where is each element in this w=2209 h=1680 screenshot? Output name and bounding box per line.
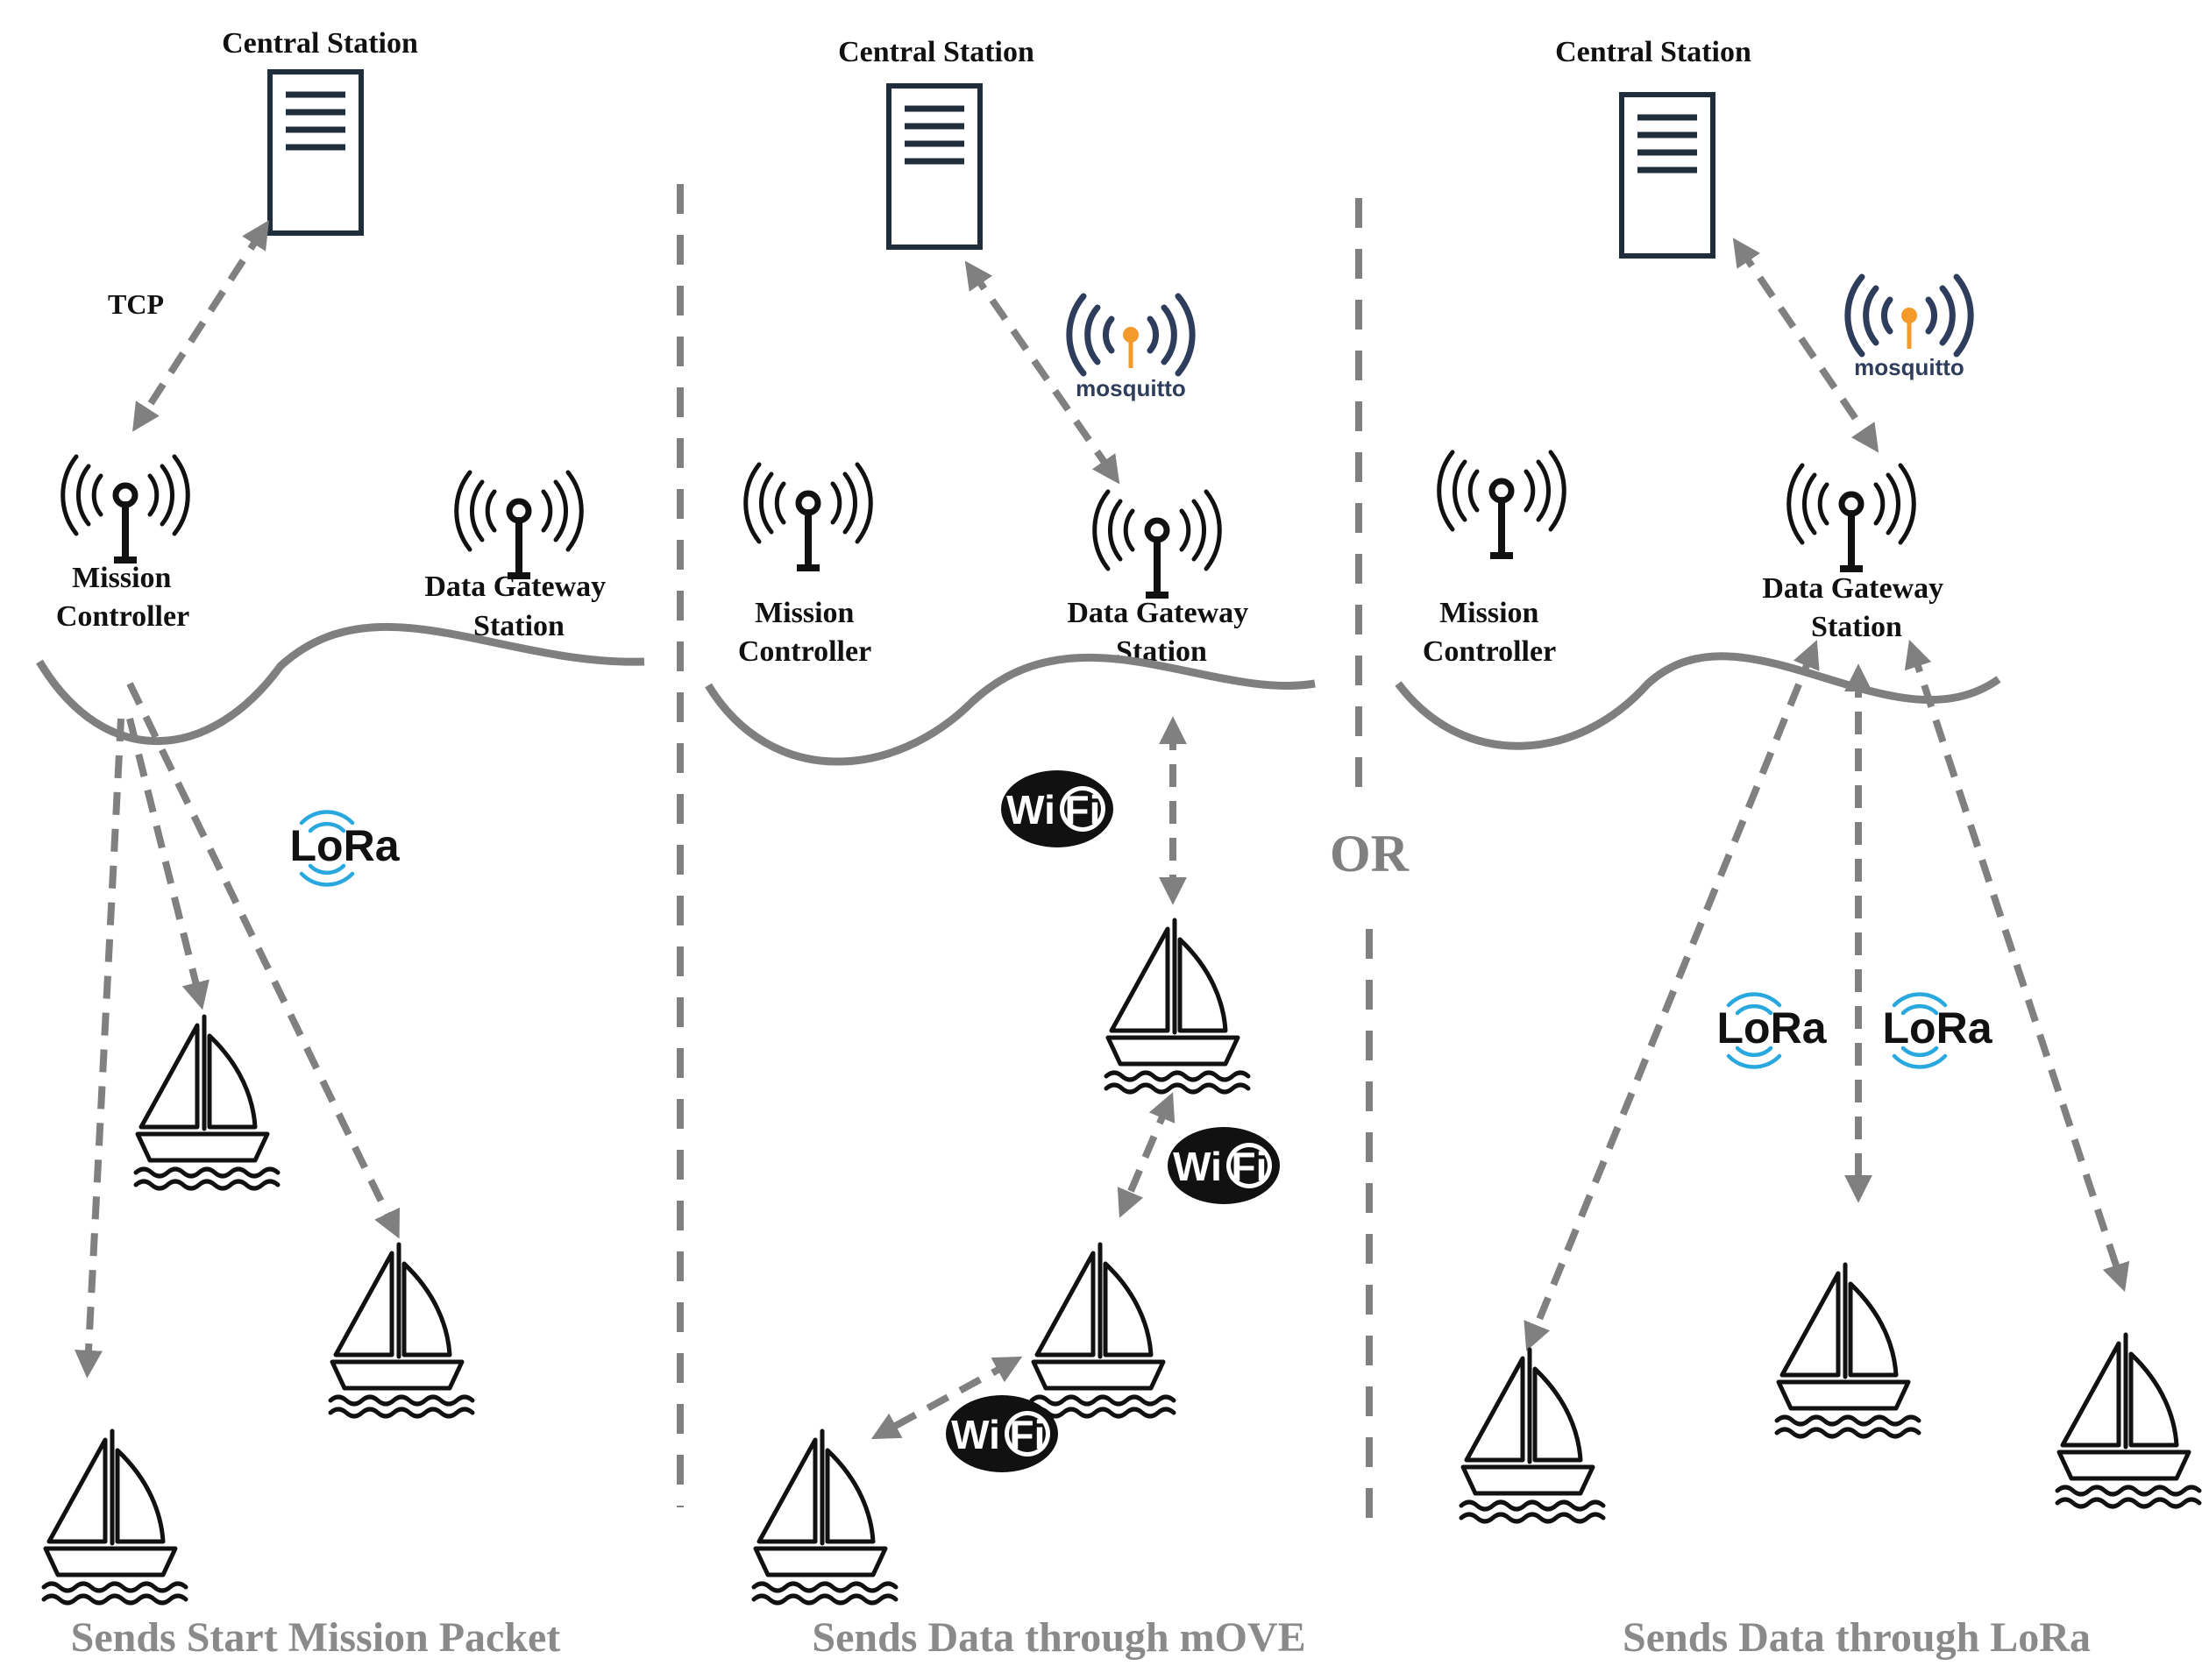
panel-move: Central Station mosquitto Mission Contro… (705, 36, 1316, 1661)
svg-text:LoRa: LoRa (1717, 1003, 1828, 1053)
antenna-icon (1439, 452, 1565, 559)
water-surface (1395, 652, 2001, 750)
lora-logo: LoRa (1717, 995, 1828, 1067)
antenna-icon (457, 472, 582, 579)
central-station-label: Central Station (222, 27, 418, 60)
server-icon (889, 86, 980, 247)
antenna-icon (63, 457, 188, 564)
lora-link-arrow (126, 682, 401, 1239)
wifi-logo: Wi Fi (946, 1395, 1058, 1472)
svg-text:LoRa: LoRa (1883, 1003, 1993, 1053)
sailboat-icon (1461, 1350, 1603, 1521)
sailboat-icon (1777, 1265, 1919, 1436)
mosquitto-logo: mosquitto (1069, 296, 1192, 401)
svg-text:Wi: Wi (951, 1412, 1000, 1457)
svg-text:Fi: Fi (1010, 1412, 1046, 1457)
mission-controller-label: Mission Controller (56, 562, 189, 633)
panel-start-mission: Central Station TCP Mission Controller D… (36, 27, 645, 1661)
sailboat-icon (2057, 1335, 2199, 1506)
mission-controller-label: Mission Controller (1423, 597, 1556, 668)
lora-logo: LoRa (1883, 995, 1993, 1067)
wifi-link-arrow (870, 1356, 1023, 1440)
central-station-label: Central Station (838, 36, 1034, 68)
tcp-link-arrow (132, 220, 269, 432)
water-surface (36, 622, 645, 746)
wifi-logo: Wi Fi (1168, 1127, 1280, 1204)
water-surface (705, 653, 1316, 766)
svg-text:Wi: Wi (1173, 1144, 1222, 1189)
svg-text:Wi: Wi (1006, 787, 1055, 833)
antenna-icon (746, 464, 871, 571)
panel-caption: Sends Data through mOVE (812, 1614, 1305, 1661)
mosquitto-logo: mosquitto (1848, 277, 1971, 380)
svg-text:LoRa: LoRa (290, 821, 401, 870)
sailboat-icon (44, 1431, 186, 1603)
lora-link-arrow (1904, 639, 2130, 1293)
wifi-link-arrow (1117, 1092, 1176, 1218)
lora-link-arrow (75, 718, 124, 1379)
mission-controller-label: Mission Controller (738, 597, 871, 668)
data-gateway-label: Data Gateway Station (424, 571, 613, 642)
antenna-icon (1789, 465, 1914, 572)
data-gateway-label: Data Gateway Station (1762, 572, 1950, 643)
sailboat-icon (1032, 1244, 1174, 1416)
server-icon (1622, 95, 1713, 256)
mqtt-link-arrow (964, 260, 1120, 485)
svg-text:Fi: Fi (1232, 1144, 1268, 1189)
svg-text:mosquitto: mosquitto (1854, 354, 1964, 380)
server-icon (270, 72, 361, 233)
sailboat-icon (136, 1017, 278, 1188)
sailboat-icon (330, 1244, 472, 1416)
lora-link-arrow (126, 718, 210, 1010)
lora-link-arrow (1524, 640, 1820, 1351)
panel-lora: Central Station mosquitto Mission Contro… (1395, 36, 2199, 1661)
mqtt-link-arrow (1732, 237, 1879, 453)
panel-caption: Sends Start Mission Packet (71, 1614, 561, 1661)
sailboat-icon (1106, 920, 1248, 1092)
svg-text:Fi: Fi (1065, 787, 1101, 833)
panel-caption: Sends Data through LoRa (1623, 1614, 2091, 1661)
lora-logo: LoRa (290, 812, 401, 885)
central-station-label: Central Station (1555, 36, 1751, 68)
sailboat-icon (754, 1431, 896, 1603)
or-label: OR (1330, 825, 1410, 883)
wifi-logo: Wi Fi (1001, 770, 1113, 847)
svg-text:mosquitto: mosquitto (1076, 375, 1186, 401)
antenna-icon (1095, 492, 1220, 599)
tcp-label: TCP (108, 288, 164, 320)
